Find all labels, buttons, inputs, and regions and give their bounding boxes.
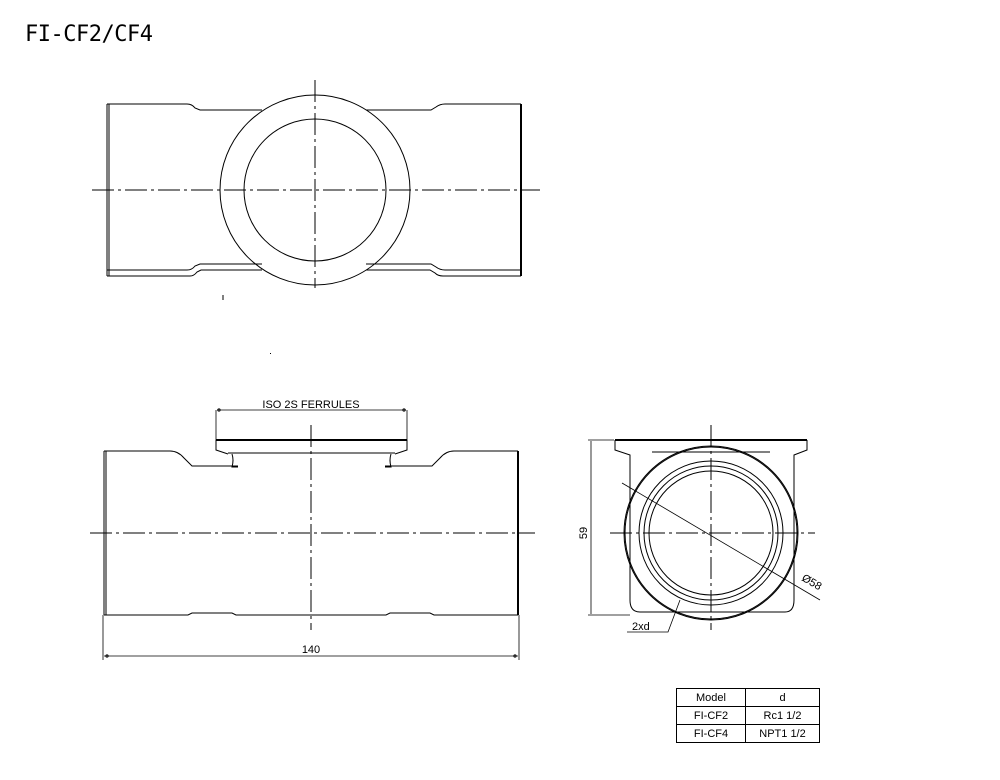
height-dimension: 59 xyxy=(578,527,590,539)
length-dimension: 140 xyxy=(302,644,320,656)
cell-d: NPT1 1/2 xyxy=(745,724,820,743)
table-row: FI-CF4 NPT1 1/2 xyxy=(676,724,820,743)
table-header-row: Model d xyxy=(676,688,820,707)
page-title: FI-CF2/CF4 xyxy=(25,22,153,47)
cell-model: FI-CF2 xyxy=(676,706,746,725)
spec-table: Model d FI-CF2 Rc1 1/2 FI-CF4 NPT1 1/2 xyxy=(676,688,820,743)
header-model: Model xyxy=(676,688,746,707)
top-view xyxy=(92,80,540,354)
side-view: ISO 2S FERRULES 140 xyxy=(90,399,535,660)
ferrule-label: ISO 2S FERRULES xyxy=(262,399,359,411)
end-view: Ø58 59 2xd xyxy=(578,425,824,633)
header-d: d xyxy=(745,688,820,707)
port-note: 2xd xyxy=(632,621,650,633)
cell-d: Rc1 1/2 xyxy=(745,706,820,725)
table-row: FI-CF2 Rc1 1/2 xyxy=(676,706,820,725)
cell-model: FI-CF4 xyxy=(676,724,746,743)
